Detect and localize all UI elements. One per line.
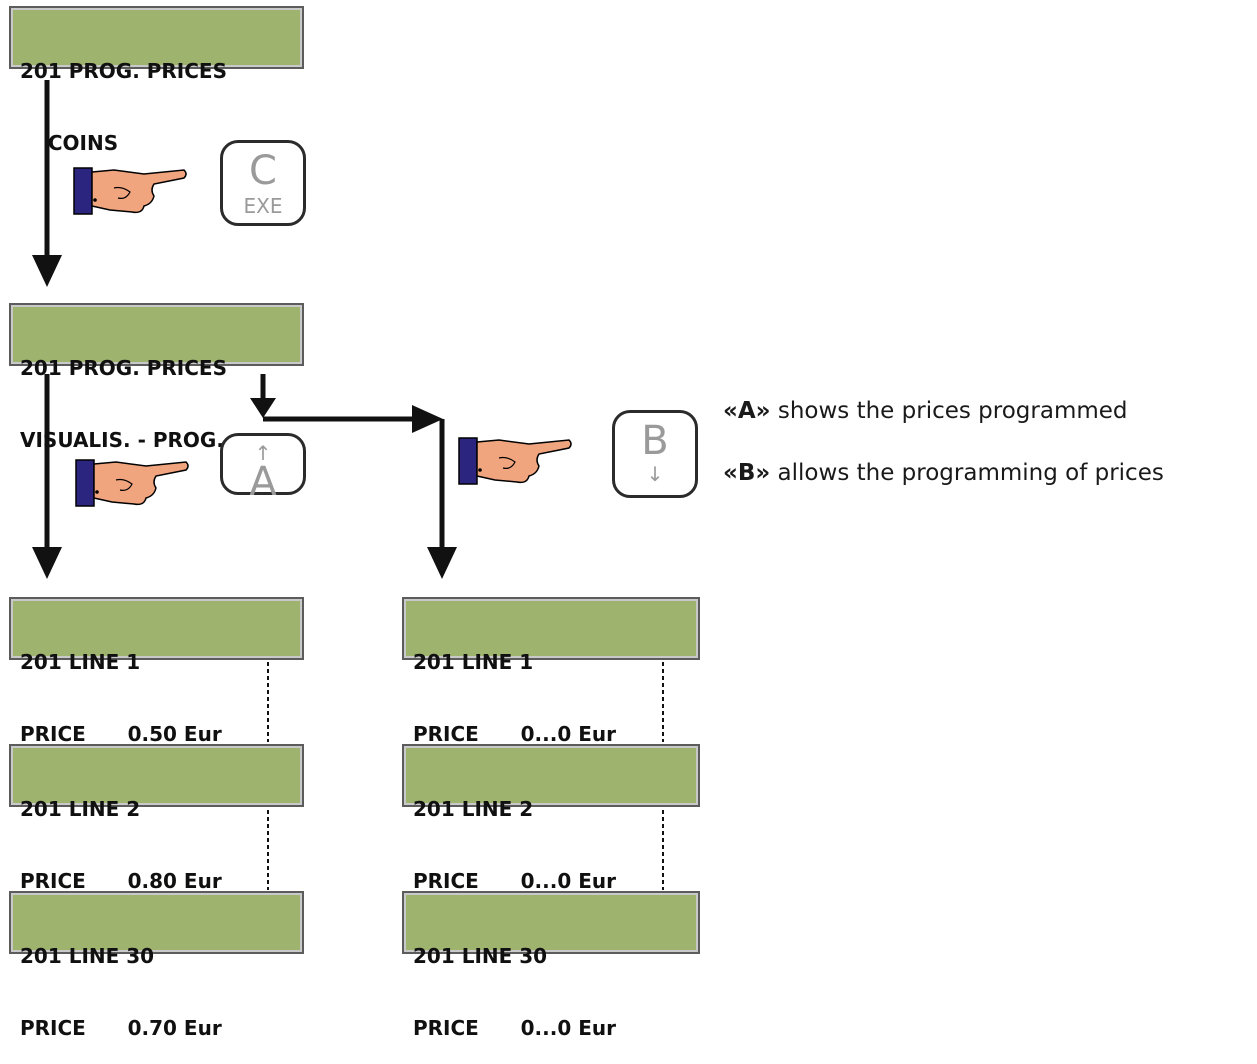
a-up-key[interactable]: ↑ A xyxy=(220,433,306,502)
b-down-key[interactable]: B ↓ xyxy=(612,410,698,498)
lcd-line-2: PRICE 0.80 Eur xyxy=(20,869,222,893)
lcd-display-line-1: 201 LINE 1 PRICE 0.50 Eur xyxy=(9,597,304,746)
lcd-display-line-2: 201 LINE 2 PRICE 0.80 Eur xyxy=(9,744,304,893)
lcd-line-1: 201 PROG. PRICES xyxy=(20,59,227,83)
lcd-display-line-30: 201 LINE 30 PRICE 0.70 Eur xyxy=(9,891,304,1040)
lcd-display-visualis-prog: 201 PROG. PRICES VISUALIS. - PROG. xyxy=(9,303,304,452)
key-sub-label: EXE xyxy=(243,194,283,218)
note-a-key: «A» xyxy=(723,398,771,424)
lcd-line-1: 201 LINE 30 xyxy=(413,944,548,968)
lcd-line-2: PRICE 0...0 Eur xyxy=(413,722,616,746)
up-arrow-icon: ↑ xyxy=(254,441,272,465)
arrow-head-1 xyxy=(32,255,62,287)
lcd-display-prog-line-30: 201 LINE 30 PRICE 0...0 Eur xyxy=(402,891,700,1040)
lcd-display-prog-line-2: 201 LINE 2 PRICE 0...0 Eur xyxy=(402,744,700,893)
c-exe-key[interactable]: C EXE xyxy=(220,140,306,226)
hand-icons xyxy=(73,167,572,507)
arrow-head-3 xyxy=(250,398,276,418)
lcd-line-1: 201 LINE 1 xyxy=(20,650,141,674)
lcd-display-prog-line-1: 201 LINE 1 PRICE 0...0 Eur xyxy=(402,597,700,746)
note-b-key: «B» xyxy=(723,460,771,486)
lcd-line-2: PRICE 0...0 Eur xyxy=(413,1016,616,1040)
note-b: «B» allows the programming of prices xyxy=(723,460,1164,486)
pointing-hand-icon xyxy=(73,167,187,215)
lcd-line-1: 201 PROG. PRICES xyxy=(20,356,227,380)
note-b-text: allows the programming of prices xyxy=(770,460,1164,486)
pointing-hand-icon xyxy=(458,437,572,485)
key-main-label: A xyxy=(249,459,277,505)
flow-connectors xyxy=(32,80,664,890)
lcd-line-1: 201 LINE 30 xyxy=(20,944,155,968)
lcd-line-2: COINS xyxy=(20,131,119,155)
key-main-label: C xyxy=(249,148,277,194)
arrow-head-5 xyxy=(427,547,457,579)
lcd-line-1: 201 LINE 2 xyxy=(20,797,141,821)
lcd-line-2: PRICE 0.50 Eur xyxy=(20,722,222,746)
lcd-line-2: PRICE 0...0 Eur xyxy=(413,869,616,893)
lcd-line-2: VISUALIS. - PROG. xyxy=(20,428,224,452)
arrow-head-4 xyxy=(412,405,443,433)
lcd-line-1: 201 LINE 1 xyxy=(413,650,534,674)
down-arrow-icon: ↓ xyxy=(646,462,664,486)
lcd-line-2: PRICE 0.70 Eur xyxy=(20,1016,222,1040)
lcd-line-1: 201 LINE 2 xyxy=(413,797,534,821)
note-a-text: shows the prices programmed xyxy=(770,398,1128,424)
arrow-head-2 xyxy=(32,547,62,579)
pointing-hand-icon xyxy=(75,459,189,507)
lcd-display-prog-prices-coins: 201 PROG. PRICES COINS xyxy=(9,6,304,155)
key-main-label: B xyxy=(641,418,669,464)
note-a: «A» shows the prices programmed xyxy=(723,398,1128,424)
